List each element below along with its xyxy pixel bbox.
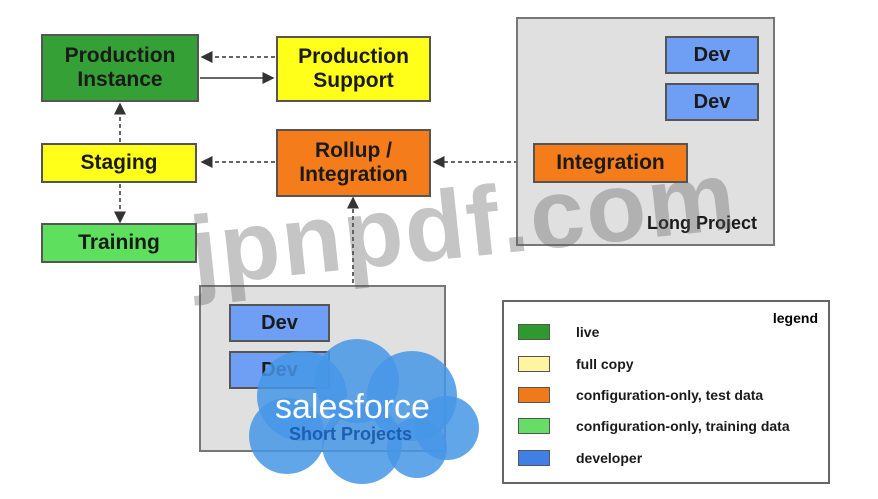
long-project-label: Long Project <box>646 213 757 233</box>
dev-long-1-node: Dev <box>665 36 759 74</box>
legend-swatch <box>518 324 550 340</box>
legend-swatch <box>518 450 550 466</box>
legend-swatch <box>518 418 550 434</box>
salesforce-cloud-logo <box>249 339 479 484</box>
legend-swatch <box>518 356 550 372</box>
training-node: Training <box>41 223 197 263</box>
legend-item: live <box>518 324 599 340</box>
legend-item: full copy <box>518 356 634 372</box>
integration-node: Integration <box>533 143 688 183</box>
legend-item: configuration-only, training data <box>518 418 790 434</box>
dev-short-1-node: Dev <box>229 304 330 342</box>
production-instance-node: Production Instance <box>41 34 199 102</box>
legend: legend live full copy configuration-only… <box>502 300 830 484</box>
legend-label: configuration-only, training data <box>576 418 790 434</box>
legend-item: developer <box>518 450 642 466</box>
legend-label: live <box>576 324 600 340</box>
staging-node: Staging <box>41 143 197 183</box>
production-support-node: Production Support <box>276 36 431 102</box>
legend-swatch <box>518 387 550 403</box>
rollup-integration-node: Rollup / Integration <box>276 129 431 197</box>
dev-long-2-node: Dev <box>665 83 759 121</box>
legend-label: developer <box>576 450 643 466</box>
legend-title: legend <box>772 310 818 326</box>
salesforce-logo-text: salesforce <box>275 388 430 426</box>
legend-label: full copy <box>576 356 634 372</box>
short-projects-label: Short Projects <box>289 424 413 444</box>
legend-item: configuration-only, test data <box>518 387 763 403</box>
legend-label: configuration-only, test data <box>576 387 764 403</box>
